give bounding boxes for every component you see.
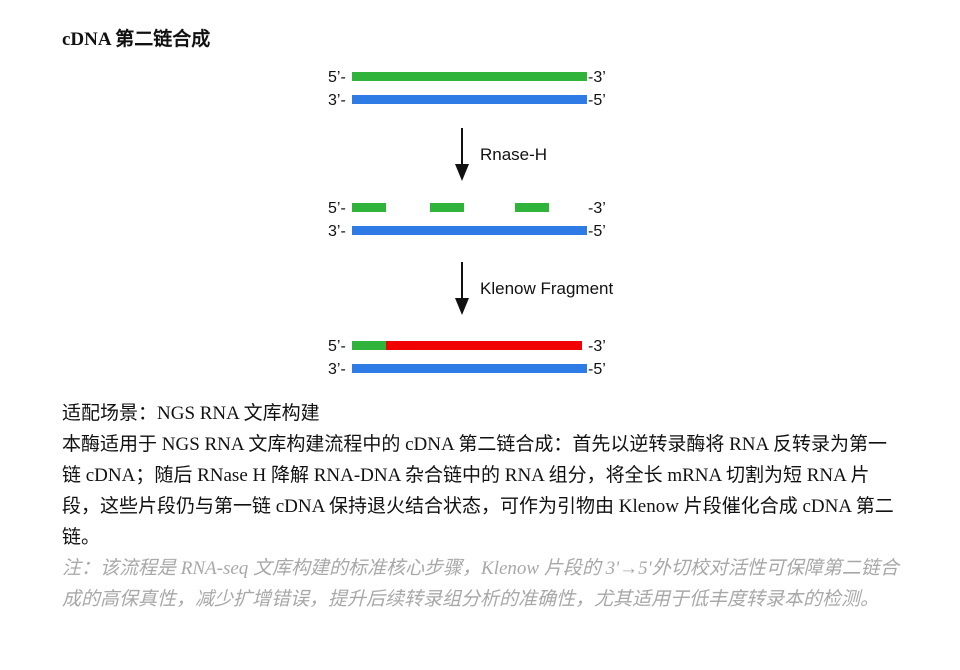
label-end-3prime: -3’	[588, 69, 606, 86]
label-end-3prime: -3’	[588, 200, 606, 217]
arrow-down-icon	[455, 298, 469, 315]
label-5prime: 5’-	[328, 200, 346, 217]
step-label-rnase-h: Rnase-H	[480, 145, 547, 164]
step-arrow-klenow: Klenow Fragment	[455, 262, 614, 315]
label-5prime: 5’-	[328, 338, 346, 355]
label-3prime: 3’-	[328, 223, 346, 240]
stage-second-strand: 5’- -3’ 3’- -5’	[328, 338, 606, 378]
cdna-first-strand	[352, 95, 587, 104]
step-arrow-rnase-h: Rnase-H	[455, 128, 547, 181]
rna-fragment	[352, 203, 386, 212]
arrow-down-icon	[455, 164, 469, 181]
cdna-second-strand	[386, 341, 582, 350]
rna-fragment	[430, 203, 464, 212]
description-block: 适配场景：NGS RNA 文库构建 本酶适用于 NGS RNA 文库构建流程中的…	[62, 398, 902, 615]
label-3prime: 3’-	[328, 361, 346, 378]
stage-hybrid: 5’- -3’ 3’- -5’	[328, 69, 606, 109]
scenario-line: 适配场景：NGS RNA 文库构建	[62, 403, 320, 424]
label-end-3prime: -3’	[588, 338, 606, 355]
stage-fragments: 5’- -3’ 3’- -5’	[328, 200, 606, 240]
rna-fragment	[515, 203, 549, 212]
note-paragraph: 注：该流程是 RNA-seq 文库构建的标准核心步骤，Klenow 片段的 3'…	[62, 558, 899, 610]
cdna-first-strand	[352, 226, 587, 235]
label-5prime: 5’-	[328, 69, 346, 86]
label-end-5prime: -5’	[588, 223, 606, 240]
label-3prime: 3’-	[328, 92, 346, 109]
step-label-klenow: Klenow Fragment	[480, 279, 614, 298]
label-end-5prime: -5’	[588, 92, 606, 109]
cdna-first-strand	[352, 364, 587, 373]
description-paragraph: 本酶适用于 NGS RNA 文库构建流程中的 cDNA 第二链合成：首先以逆转录…	[62, 434, 894, 548]
page-title: cDNA 第二链合成	[62, 29, 211, 50]
second-strand-synthesis-diagram: 5’- -3’ 3’- -5’ Rnase-H 5’- -3’ 3’- -5’ …	[328, 69, 614, 378]
label-end-5prime: -5’	[588, 361, 606, 378]
rna-strand	[352, 72, 587, 81]
rna-primer	[352, 341, 386, 350]
